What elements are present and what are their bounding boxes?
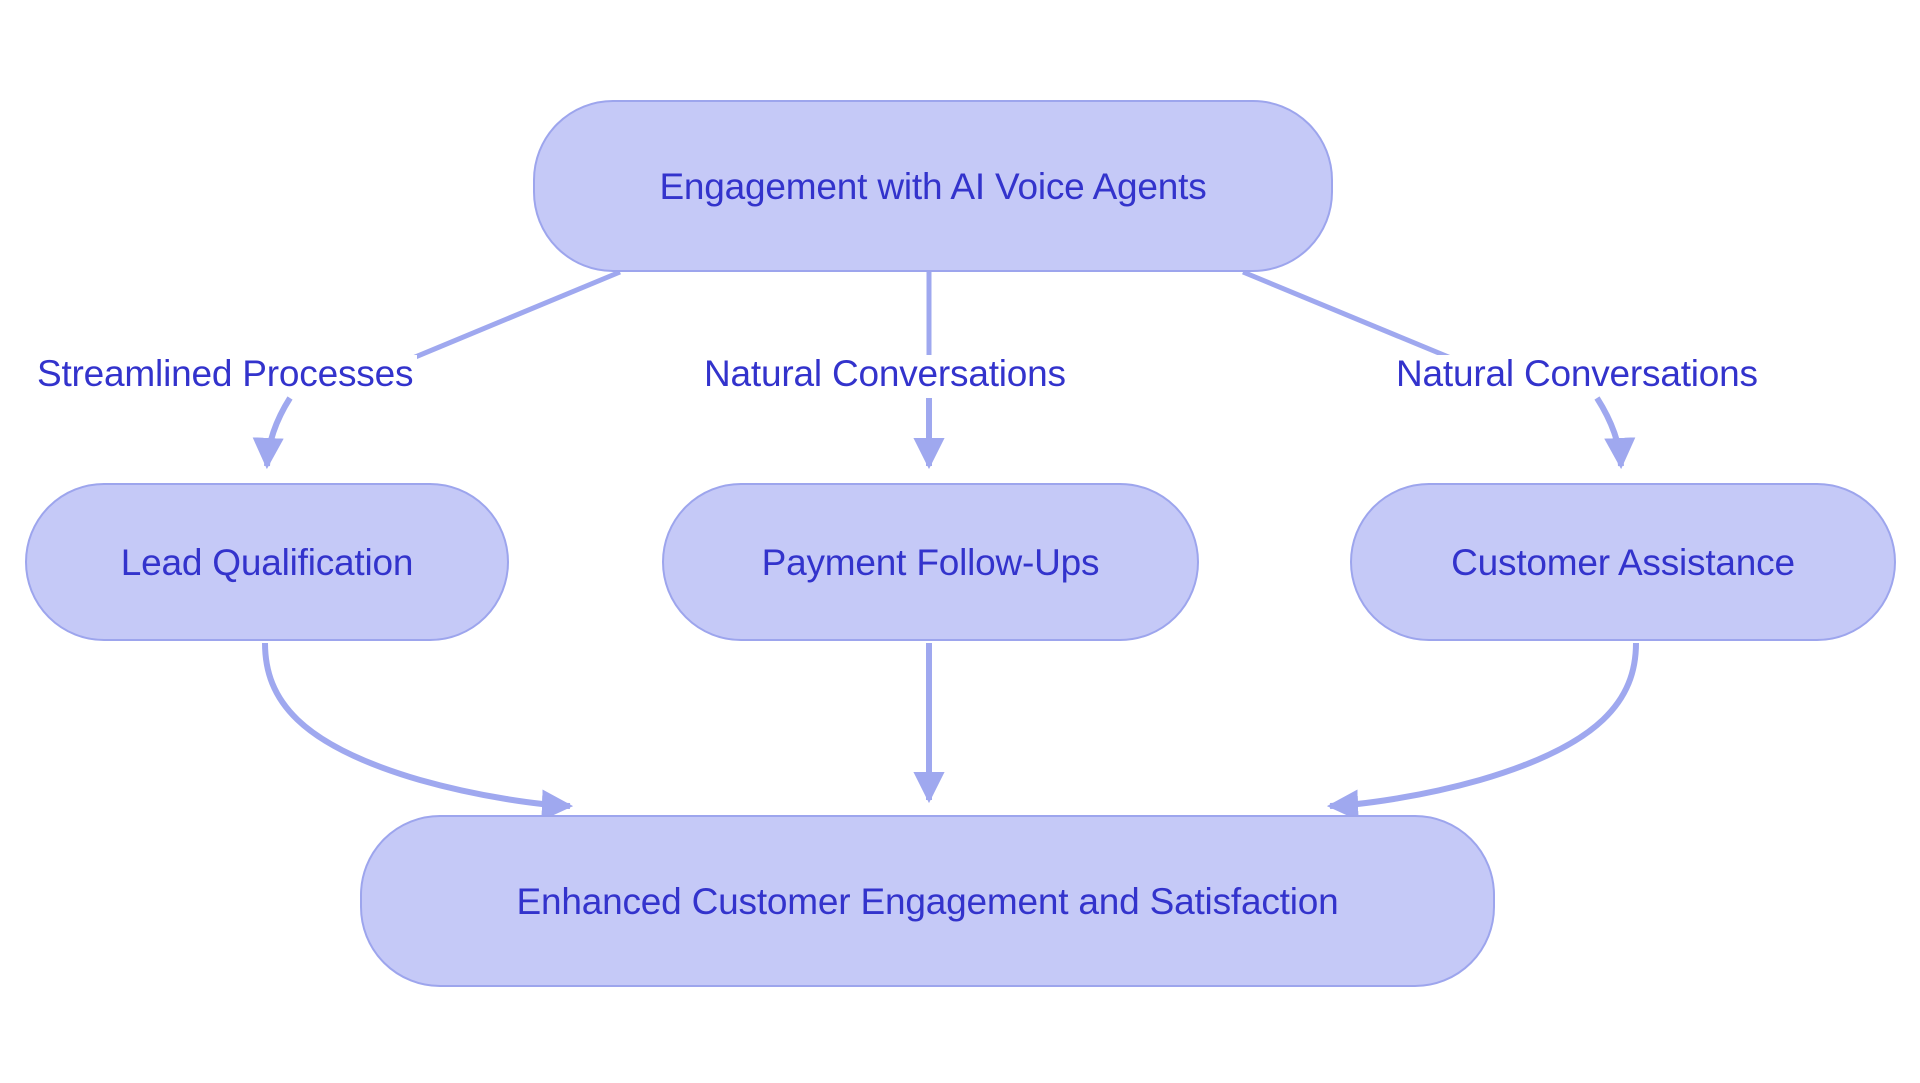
node-lead-qualification[interactable]: Lead Qualification <box>25 483 509 641</box>
node-customer-assistance[interactable]: Customer Assistance <box>1350 483 1896 641</box>
node-label: Payment Follow-Ups <box>761 541 1100 583</box>
node-enhanced-customer-engagement-and-satisfaction[interactable]: Enhanced Customer Engagement and Satisfa… <box>360 815 1495 987</box>
node-label: Enhanced Customer Engagement and Satisfa… <box>516 880 1339 922</box>
edge-streamlined-to-lead <box>252 396 293 470</box>
node-label: Lead Qualification <box>120 541 414 583</box>
node-payment-follow-ups[interactable]: Payment Follow-Ups <box>662 483 1199 641</box>
edge-lead-to-outcome <box>262 642 574 821</box>
edge-assistance-to-outcome <box>1326 642 1639 821</box>
node-engagement-with-ai-voice-agents[interactable]: Engagement with AI Voice Agents <box>533 100 1333 272</box>
node-label: Engagement with AI Voice Agents <box>659 165 1207 207</box>
node-label: Customer Assistance <box>1451 541 1795 583</box>
edge-label-streamlined-processes: Streamlined Processes <box>33 355 418 392</box>
edge-natural-right-to-assistance <box>1594 396 1636 470</box>
edge-label-natural-conversations-middle: Natural Conversations <box>700 355 1070 392</box>
edge-label-natural-conversations-right: Natural Conversations <box>1392 355 1762 392</box>
